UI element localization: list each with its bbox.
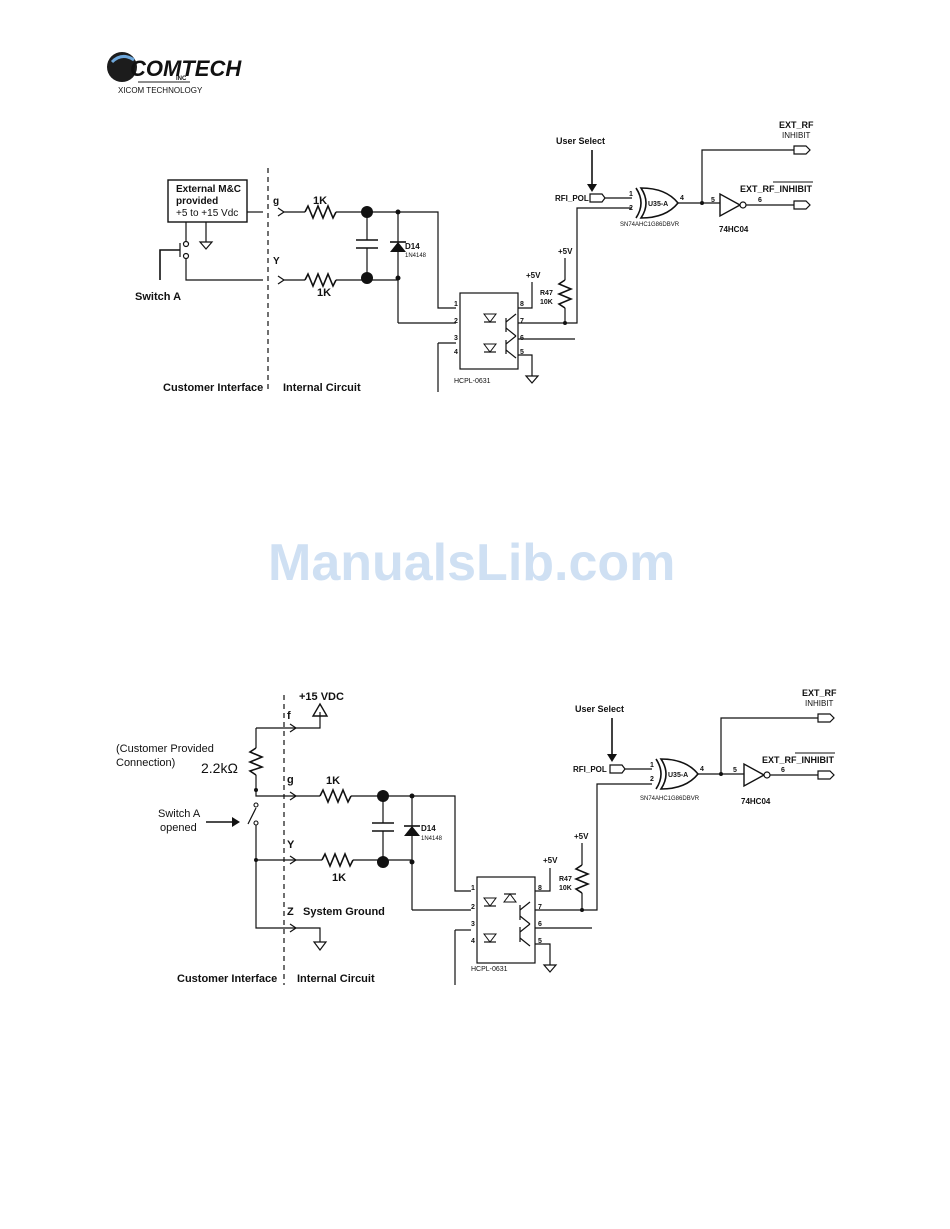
pin-z: Z [287, 906, 294, 918]
internal-circuit-2: Internal Circuit [297, 973, 375, 985]
customer-interface-2: Customer Interface [177, 973, 277, 985]
cust-conn-1: (Customer Provided [116, 743, 214, 755]
logo-sub: XICOM TECHNOLOGY [118, 86, 203, 95]
res-2k2: 2.2kΩ [201, 760, 238, 776]
gate-label-2: U35-A [668, 772, 688, 779]
inverter-label-2: 74HC04 [741, 797, 771, 806]
inv2-pin-6: 6 [781, 767, 785, 774]
pin-y2: Y [287, 839, 295, 851]
r1-label: 1K [313, 195, 327, 207]
ext-box-line-3: +5 to +15 Vdc [176, 208, 238, 219]
pin-g2: g [287, 774, 294, 786]
gate2-pin-4: 4 [700, 766, 704, 773]
inverter-label: 74HC04 [719, 225, 749, 234]
logo-brand: COMTECH [130, 56, 242, 81]
ext-rf-inhibit-bar-label: EXT_RF_INHIBIT [740, 184, 813, 194]
vplus-r47-2: +5V [574, 832, 589, 841]
opto-label-2: HCPL-0631 [471, 966, 508, 973]
gate-part: SN74AHC1G86DBVR [620, 222, 680, 228]
opto-pin-1: 1 [454, 301, 458, 308]
ext-rf-inhibit-bar-label-2: EXT_RF_INHIBIT [762, 755, 835, 765]
r2-label: 1K [317, 287, 331, 299]
inv-pin-5: 5 [711, 197, 715, 204]
opto-box-2 [476, 876, 536, 964]
r47-label-2: R47 [559, 876, 572, 883]
r47-label: R47 [540, 290, 553, 297]
opto2-pin-6: 6 [538, 921, 542, 928]
vdc-label: +15 VDC [299, 691, 344, 703]
opto2-pin-1: 1 [471, 885, 475, 892]
r1-label-2: 1K [326, 775, 340, 787]
gate-pin-1: 1 [629, 191, 633, 198]
opto2-pin-2: 2 [471, 904, 475, 911]
opto2-pin-5: 5 [538, 938, 542, 945]
user-select-label-2: User Select [575, 704, 624, 714]
switch-opened: opened [160, 822, 197, 834]
gate-part-2: SN74AHC1G86DBVR [640, 796, 700, 802]
rfi-pol-label: RFI_POL [555, 194, 589, 203]
cust-conn-2: Connection) [116, 757, 175, 769]
diode-part-2: 1N4148 [421, 836, 443, 842]
opto2-pin-3: 3 [471, 921, 475, 928]
diode-label: D14 [405, 242, 420, 251]
opto-label: HCPL-0631 [454, 378, 491, 385]
r47-value: 10K [540, 299, 553, 306]
comtech-logo: COMTECH INC XICOM TECHNOLOGY [107, 52, 242, 95]
opto-pin-2: 2 [454, 318, 458, 325]
opto2-pin-4: 4 [471, 938, 475, 945]
opto-pin-7: 7 [520, 318, 524, 325]
diagram-1: External M&C provided +5 to +15 Vdc Swit… [135, 120, 814, 394]
opto-pin-4: 4 [454, 349, 458, 356]
switch-a-label: Switch A [135, 291, 181, 303]
ext-box-line-2: provided [176, 196, 218, 207]
diagram-2: +15 VDC f g Y Z System Ground (Customer … [116, 688, 837, 985]
pin-g: g [273, 196, 279, 207]
vplus-opto: +5V [526, 271, 541, 280]
ext-rf-inhibit-label: INHIBIT [782, 131, 811, 140]
r2-label-2: 1K [332, 872, 346, 884]
user-select-label: User Select [556, 136, 605, 146]
inv-pin-6: 6 [758, 197, 762, 204]
ext-rf-label: EXT_RF [779, 120, 814, 130]
customer-interface-1: Customer Interface [163, 382, 263, 394]
gate-label: U35-A [648, 201, 668, 208]
vplus-r47: +5V [558, 247, 573, 256]
gate-pin-2: 2 [629, 205, 633, 212]
watermark: ManualsLib.com [268, 534, 675, 592]
ext-box-line-1: External M&C [176, 184, 241, 195]
opto-pin-8: 8 [520, 301, 524, 308]
diode-label-2: D14 [421, 824, 436, 833]
opto2-pin-7: 7 [538, 904, 542, 911]
opto-pin-3: 3 [454, 335, 458, 342]
pin-f: f [287, 710, 291, 722]
pin-y: Y [273, 256, 280, 267]
ext-mc-box [167, 179, 248, 223]
gate2-pin-1: 1 [650, 762, 654, 769]
ext-rf-label-2: EXT_RF [802, 688, 837, 698]
internal-circuit-1: Internal Circuit [283, 382, 361, 394]
diode-part: 1N4148 [405, 253, 427, 259]
system-ground: System Ground [303, 906, 385, 918]
switch-a-2: Switch A [158, 808, 201, 820]
vplus-opto-2: +5V [543, 856, 558, 865]
opto2-pin-8: 8 [538, 885, 542, 892]
rfi-pol-label-2: RFI_POL [573, 765, 607, 774]
r47-value-2: 10K [559, 885, 572, 892]
ext-rf-inhibit-label-2: INHIBIT [805, 699, 834, 708]
logo-inc: INC [176, 76, 187, 82]
opto-pin-5: 5 [520, 349, 524, 356]
opto-box [459, 292, 519, 370]
gate2-pin-2: 2 [650, 776, 654, 783]
inv2-pin-5: 5 [733, 767, 737, 774]
gate-pin-4: 4 [680, 195, 684, 202]
